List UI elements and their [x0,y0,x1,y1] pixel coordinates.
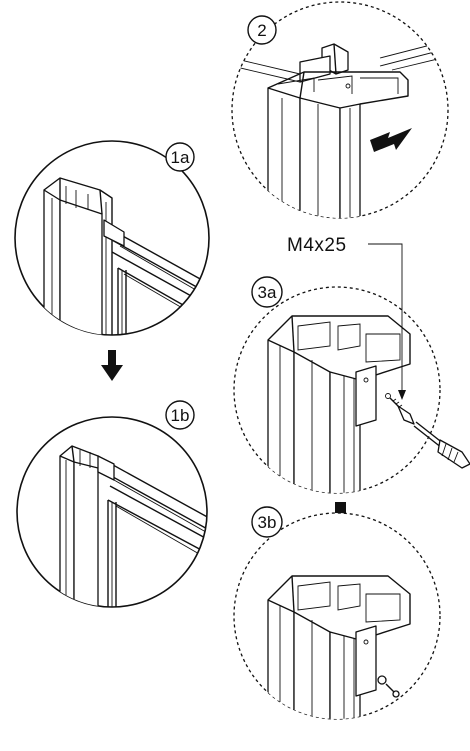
step-badge-3a: 3a [251,276,283,308]
step-label-2: 2 [257,21,266,40]
step-label-1a: 1a [171,148,190,167]
step-3a-detail: 3a [233,276,470,494]
slide-arrow-icon [370,128,412,152]
screw-size-label: M4x25 [287,235,347,256]
step-1b-detail: 1b [16,400,208,608]
screw-icon [389,397,415,425]
step-badge-1a: 1a [165,142,195,172]
step-badge-2: 2 [247,15,277,45]
step-1a-detail: 1a [14,140,210,336]
step-label-3a: 3a [258,283,277,302]
step-badge-3b: 3b [251,506,283,538]
down-arrow-icon [101,350,123,381]
screwdriver-icon [413,421,470,469]
screw-size-callout: M4x25 [287,235,406,400]
step-2-detail: 2 [231,1,449,219]
step-label-1b: 1b [171,406,190,425]
step-label-3b: 3b [258,513,277,532]
step-3b-detail: 3b [233,506,441,720]
step-badge-1b: 1b [165,400,195,430]
